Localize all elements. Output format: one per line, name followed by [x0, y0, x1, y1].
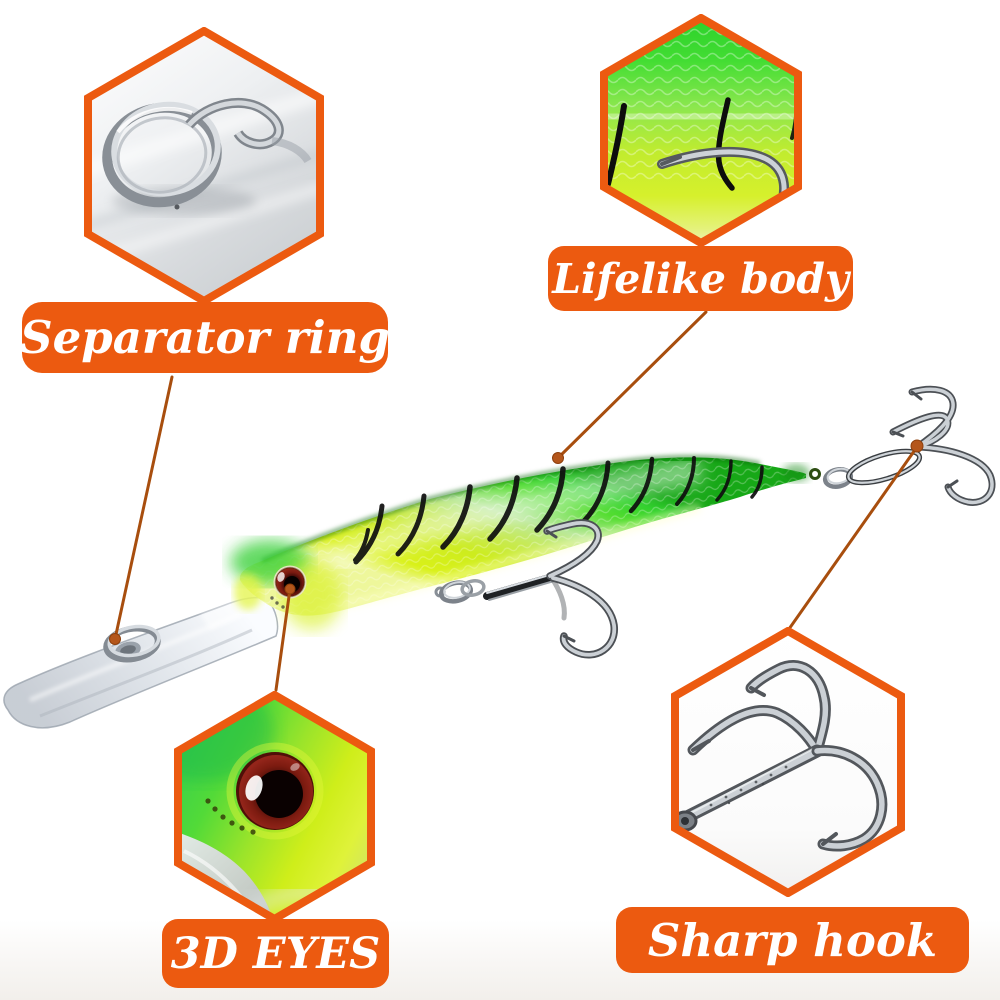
callout-dot-separator-ring	[109, 633, 121, 645]
callout-dot-3d-eyes	[284, 583, 296, 595]
callout-dot-sharp-hook	[910, 439, 924, 453]
treble-hook-macro-photo	[671, 626, 905, 898]
lip-split-ring	[103, 621, 161, 663]
lure-eye-macro-photo	[174, 690, 375, 924]
hexagon-frame	[600, 13, 802, 248]
treble-hook-icon	[677, 660, 888, 852]
gill-dots	[205, 798, 256, 835]
feature-photo-separator-ring	[84, 26, 324, 310]
leader-line-separator-ring	[113, 375, 174, 641]
feature-photo-lifelike-body	[600, 13, 802, 252]
callout-dot-lifelike-body	[552, 452, 564, 464]
callout-label-separator-ring: Separator ring	[20, 302, 390, 373]
callout-label-lifelike-body: Lifelike body	[548, 246, 853, 311]
split-ring-icon	[102, 101, 222, 208]
callout-label-sharp-hook: Sharp hook	[616, 907, 969, 973]
callout-label-3d-eyes: 3D EYES	[162, 919, 389, 988]
hexagon-frame	[671, 626, 905, 898]
callout-label-text: Sharp hook	[647, 913, 938, 967]
tail-treble-hook	[809, 385, 996, 506]
stripe-marks	[606, 82, 796, 191]
leader-line-lifelike-body	[556, 310, 708, 460]
callout-label-text: Lifelike body	[552, 254, 849, 303]
feature-photo-sharp-hook	[671, 626, 905, 902]
lure-body	[230, 454, 810, 630]
leader-line-3d-eyes	[274, 587, 292, 692]
tiger-stripes	[353, 456, 764, 565]
leader-line-sharp-hook	[787, 445, 919, 631]
lure-eye	[270, 565, 307, 609]
feature-photo-3d-eyes	[174, 690, 375, 928]
eye-icon	[226, 742, 324, 840]
callout-dots	[109, 439, 924, 645]
fish-scale-body-macro-photo	[600, 13, 802, 248]
hexagon-frame	[84, 26, 324, 306]
callout-label-text: Separator ring	[20, 311, 390, 364]
leader-lines	[113, 310, 919, 692]
wire-loop-icon	[185, 98, 312, 164]
split-ring-macro-photo	[84, 26, 324, 306]
belly-treble-hook	[434, 519, 618, 659]
callout-label-text: 3D EYES	[170, 928, 381, 979]
